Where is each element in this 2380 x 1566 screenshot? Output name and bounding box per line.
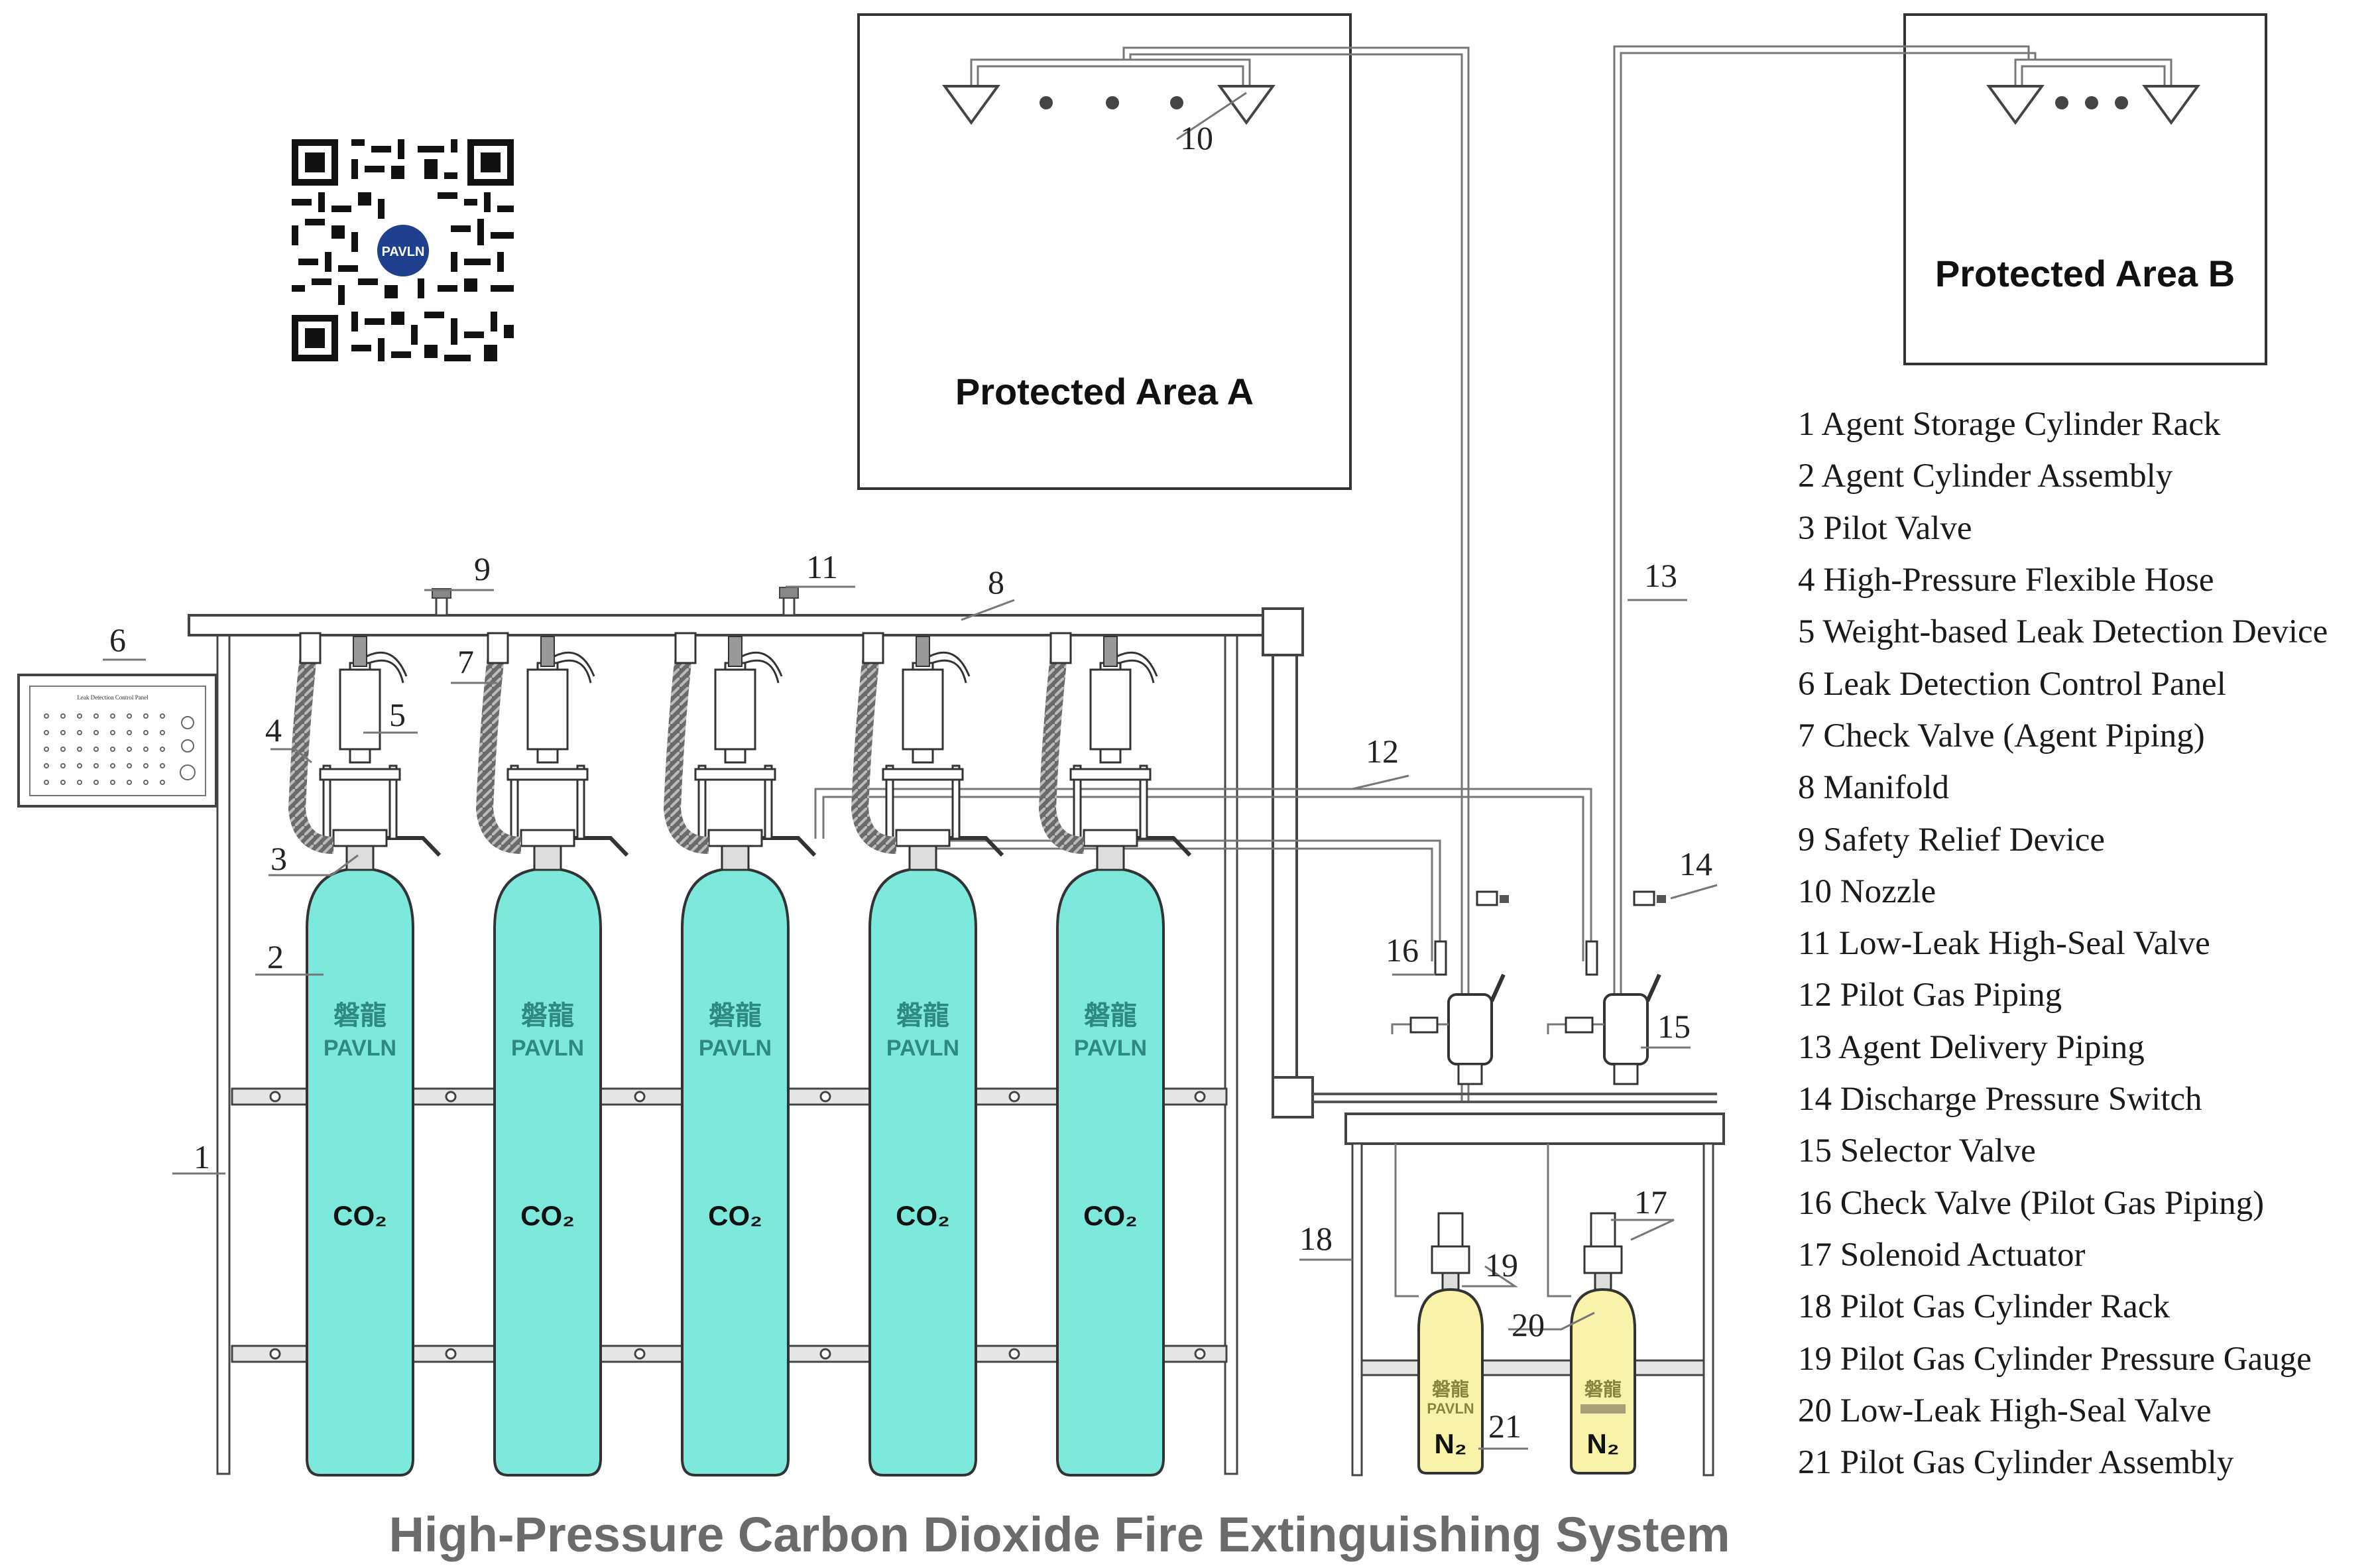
callout-20: 20: [1512, 1306, 1545, 1343]
agent-cylinder-group: 磐龍 PAVLN CO₂ 磐龍 PAVLN CO₂: [288, 632, 1192, 1476]
callout-19: 19: [1485, 1246, 1518, 1284]
n2-gas-label: N₂: [1587, 1428, 1620, 1459]
legend-item: 14 Discharge Pressure Switch: [1798, 1081, 2202, 1118]
callout-2: 2: [267, 938, 284, 975]
agent-cylinder-assembly: 磐龍 PAVLN CO₂: [288, 632, 442, 1476]
legend-item: 10 Nozzle: [1798, 873, 1936, 910]
agent-cylinder-assembly: 磐龍 PAVLN CO₂: [663, 632, 817, 1476]
cylinder-brand-cn: 磐龍: [1084, 1000, 1137, 1031]
legend-item: 17 Solenoid Actuator: [1798, 1236, 2085, 1274]
legend-item: 11 Low-Leak High-Seal Valve: [1798, 925, 2210, 962]
legend-item: 2 Agent Cylinder Assembly: [1798, 457, 2173, 495]
legend: 1 Agent Storage Cylinder Rack 2 Agent Cy…: [1798, 406, 2328, 1481]
cylinder-gas-label: CO₂: [1083, 1200, 1138, 1231]
callout-7: 7: [457, 643, 474, 680]
callout-9: 9: [474, 550, 491, 587]
legend-item: 6 Leak Detection Control Panel: [1798, 666, 2226, 703]
cylinder-brand-en: PAVLN: [324, 1036, 396, 1061]
callout-21: 21: [1488, 1408, 1521, 1445]
protected-area-b: Protected Area B: [1903, 13, 2267, 365]
callout-leader-lines: [103, 91, 1718, 1450]
callout-11: 11: [806, 548, 838, 585]
pilot-gas-cylinder-assembly: 磐龍 N₂: [1570, 1212, 1636, 1475]
callout-6: 6: [109, 621, 126, 658]
nozzles-area-a: [942, 46, 1470, 1101]
cylinder-brand-en: PAVLN: [699, 1036, 772, 1061]
legend-item: 18 Pilot Gas Cylinder Rack: [1798, 1288, 2170, 1325]
agent-cylinder-assembly: 磐龍 PAVLN CO₂: [1038, 632, 1192, 1476]
diagram-title: High-Pressure Carbon Dioxide Fire Exting…: [388, 1507, 1730, 1562]
callout-13: 13: [1644, 557, 1677, 594]
legend-item: 7 Check Valve (Agent Piping): [1798, 717, 2205, 754]
leak-detection-control-panel: Leak Detection Control Panel: [17, 674, 217, 808]
cylinder-brand-en: PAVLN: [511, 1036, 584, 1061]
callout-10: 10: [1180, 119, 1213, 156]
cylinder-gas-label: CO₂: [708, 1200, 762, 1231]
agent-cylinder-assembly: 磐龍 PAVLN CO₂: [475, 632, 629, 1476]
selector-valve-b: [1547, 973, 1661, 1085]
cylinder-gas-label: CO₂: [520, 1200, 575, 1231]
legend-item: 21 Pilot Gas Cylinder Assembly: [1798, 1444, 2234, 1481]
n2-gas-label: N₂: [1435, 1428, 1467, 1459]
protected-area-a: Protected Area A: [857, 13, 1352, 490]
legend-item: 9 Safety Relief Device: [1798, 821, 2105, 859]
panel-title: Leak Detection Control Panel: [77, 694, 149, 701]
callout-3: 3: [270, 840, 287, 877]
legend-item: 16 Check Valve (Pilot Gas Piping): [1798, 1185, 2264, 1222]
legend-item: 15 Selector Valve: [1798, 1132, 2036, 1170]
legend-item: 3 Pilot Valve: [1798, 510, 1972, 547]
callout-12: 12: [1366, 733, 1399, 770]
qr-logo-text: PAVLN: [382, 245, 425, 259]
cylinder-brand-cn: 磐龍: [896, 1000, 949, 1031]
protected-area-a-title: Protected Area A: [955, 371, 1254, 412]
manifold: [188, 587, 1717, 1118]
legend-item: 13 Agent Delivery Piping: [1798, 1029, 2145, 1066]
nozzles-area-b: [1613, 45, 2200, 1034]
legend-item: 20 Low-Leak High-Seal Valve: [1798, 1392, 2212, 1429]
check-valve-pilot-b: [1585, 940, 1598, 976]
callout-18: 18: [1299, 1220, 1333, 1257]
pilot-gas-cylinder-rack: [1344, 1113, 1725, 1476]
cylinder-brand-en: PAVLN: [886, 1036, 959, 1061]
callout-numbers: 1 2 3 4 5 6 7 8 9 10 11 12 13 14 15 16 1…: [109, 119, 1712, 1445]
legend-item: 19 Pilot Gas Cylinder Pressure Gauge: [1798, 1341, 2312, 1378]
low-leak-high-seal-valve-manifold: [779, 587, 799, 617]
n2-brand-en: PAVLN: [1427, 1400, 1474, 1417]
callout-1: 1: [194, 1138, 210, 1175]
legend-item: 4 High-Pressure Flexible Hose: [1798, 562, 2214, 599]
n2-brand-cn: 磐龍: [1432, 1378, 1469, 1400]
cylinder-gas-label: CO₂: [333, 1200, 387, 1231]
n2-brand-cn: 磐龍: [1584, 1378, 1622, 1400]
cylinder-brand-cn: 磐龍: [521, 1000, 574, 1031]
callout-15: 15: [1657, 1008, 1691, 1045]
cylinder-gas-label: CO₂: [896, 1200, 950, 1231]
protected-area-b-title: Protected Area B: [1935, 253, 2235, 294]
qr-code-icon: PAVLN: [292, 139, 514, 361]
legend-item: 5 Weight-based Leak Detection Device: [1798, 613, 2328, 650]
cylinder-brand-cn: 磐龍: [709, 1000, 762, 1031]
callout-14: 14: [1679, 845, 1712, 882]
safety-relief-device: [432, 588, 451, 617]
pilot-gas-piping: [814, 788, 1592, 961]
cylinder-brand-cn: 磐龍: [333, 1000, 387, 1031]
callout-8: 8: [988, 564, 1004, 601]
legend-item: 1 Agent Storage Cylinder Rack: [1798, 406, 2221, 443]
legend-item: 12 Pilot Gas Piping: [1798, 977, 2062, 1014]
agent-cylinder-assembly: 磐龍 PAVLN CO₂: [851, 632, 1004, 1476]
callout-5: 5: [389, 696, 406, 733]
pilot-gas-cylinder-assembly: 磐龍 PAVLN N₂: [1417, 1212, 1484, 1475]
selector-valve-a: [1391, 973, 1506, 1085]
legend-item: 8 Manifold: [1798, 769, 1949, 806]
callout-16: 16: [1386, 932, 1419, 969]
check-valve-pilot-a: [1434, 940, 1447, 976]
callout-17: 17: [1634, 1183, 1667, 1221]
discharge-pressure-switch-b: [1633, 890, 1666, 906]
discharge-pressure-switch-a: [1476, 890, 1509, 906]
callout-4: 4: [265, 711, 282, 749]
cylinder-brand-en: PAVLN: [1074, 1036, 1147, 1061]
